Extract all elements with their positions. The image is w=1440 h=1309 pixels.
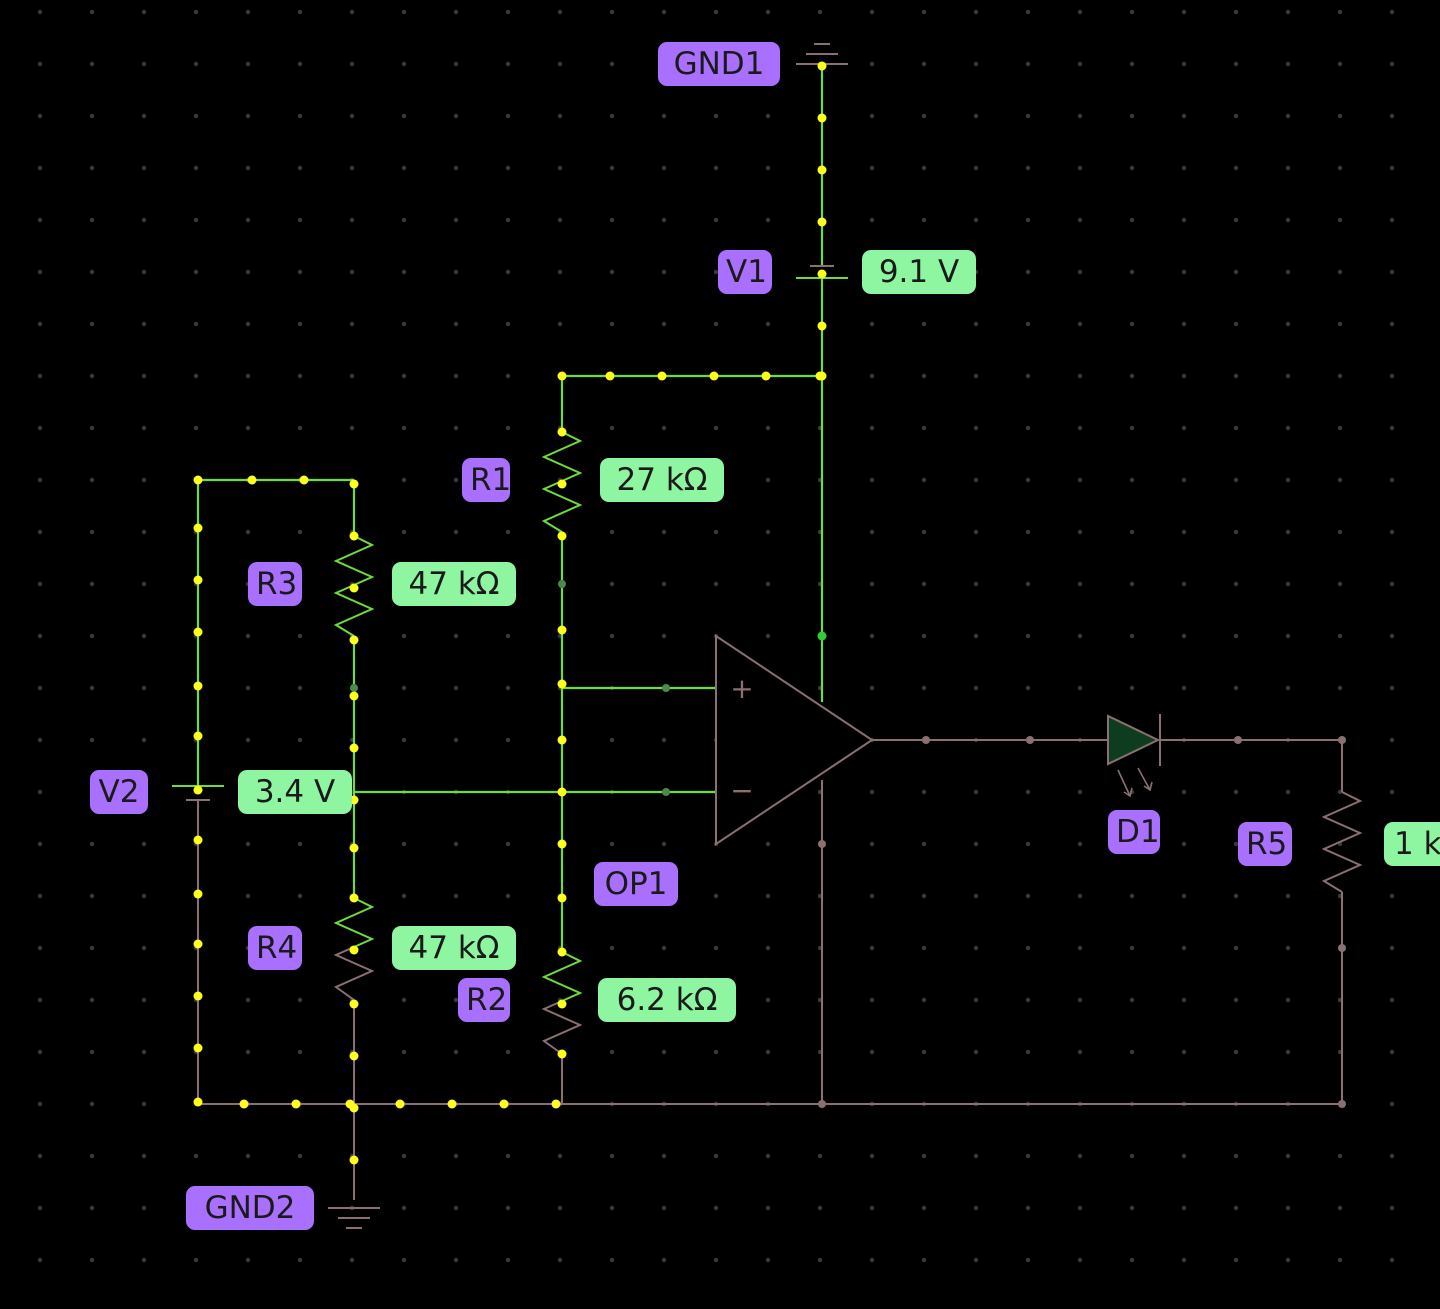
current-dot — [193, 1097, 203, 1107]
current-dot — [557, 1049, 567, 1059]
current-dot — [193, 575, 203, 585]
current-dot — [557, 735, 567, 745]
current-dot — [395, 1099, 405, 1109]
current-dot — [557, 947, 567, 957]
current-dot — [817, 217, 827, 227]
resistor-r2[interactable] — [541, 951, 583, 1055]
current-dot — [605, 371, 615, 381]
current-dot — [349, 635, 359, 645]
current-dot — [499, 1099, 509, 1109]
node-points — [194, 580, 1346, 1108]
current-dot — [817, 321, 827, 331]
current-dot — [557, 531, 567, 541]
current-dot — [349, 1155, 359, 1165]
label-r5[interactable]: R5 — [1238, 822, 1292, 866]
current-dot — [193, 939, 203, 949]
current-dot — [349, 1051, 359, 1061]
current-dot — [349, 479, 359, 489]
current-dot — [193, 785, 203, 795]
resistor-r4[interactable] — [333, 897, 375, 1001]
current-dot — [193, 681, 203, 691]
current-dot — [817, 61, 827, 71]
value-v2[interactable]: 3.4 V — [238, 770, 352, 814]
current-dot — [349, 893, 359, 903]
value-r3[interactable]: 47 kΩ — [392, 562, 516, 606]
label-gnd1[interactable]: GND1 — [658, 42, 780, 86]
label-r4[interactable]: R4 — [248, 926, 302, 970]
current-dot — [349, 691, 359, 701]
current-dot — [557, 625, 567, 635]
current-dot — [193, 731, 203, 741]
current-dot — [299, 475, 309, 485]
current-dot — [239, 1099, 249, 1109]
value-v1[interactable]: 9.1 V — [862, 250, 976, 294]
current-dot — [815, 371, 825, 381]
current-dot — [349, 743, 359, 753]
current-dot — [817, 165, 827, 175]
value-r4[interactable]: 47 kΩ — [392, 926, 516, 970]
current-dot — [193, 889, 203, 899]
current-dot — [349, 843, 359, 853]
current-dot — [557, 427, 567, 437]
label-d1[interactable]: D1 — [1108, 810, 1160, 854]
current-dot — [761, 371, 771, 381]
label-r2[interactable]: R2 — [458, 978, 510, 1022]
current-dot — [345, 1099, 355, 1109]
op1-plus-symbol: + — [730, 672, 753, 705]
current-dot — [557, 787, 567, 797]
current-dot — [657, 371, 667, 381]
op-amp-op1[interactable]: + − — [715, 634, 874, 846]
label-op1[interactable]: OP1 — [594, 862, 678, 906]
current-dot — [349, 999, 359, 1009]
current-dot — [349, 945, 359, 955]
current-dot — [557, 839, 567, 849]
led-d1[interactable] — [1107, 714, 1161, 798]
ground-symbol-gnd2[interactable] — [328, 1207, 380, 1229]
label-v1[interactable]: V1 — [718, 250, 772, 294]
current-dot — [193, 475, 203, 485]
current-dot — [551, 1099, 561, 1109]
value-r1[interactable]: 27 kΩ — [600, 458, 724, 502]
label-v2[interactable]: V2 — [90, 770, 148, 814]
ground-symbol-gnd1[interactable] — [796, 43, 848, 65]
value-r5[interactable]: 1 k — [1384, 822, 1440, 866]
current-dot — [247, 475, 257, 485]
current-dot — [709, 371, 719, 381]
led-light-arrows — [1117, 767, 1153, 798]
current-dot — [193, 523, 203, 533]
current-dot — [193, 1043, 203, 1053]
current-dot — [557, 999, 567, 1009]
current-dot — [193, 835, 203, 845]
current-dot — [193, 627, 203, 637]
current-dot — [557, 479, 567, 489]
inactive-wires — [197, 739, 1343, 1200]
current-dot — [291, 1099, 301, 1109]
wire-d1-r5 — [1160, 739, 1343, 792]
current-dot — [557, 371, 567, 381]
current-dot — [817, 113, 827, 123]
op1-minus-symbol: − — [730, 774, 753, 807]
label-gnd2[interactable]: GND2 — [186, 1186, 314, 1230]
current-dot — [447, 1099, 457, 1109]
current-dots — [193, 61, 827, 1165]
current-dot — [349, 583, 359, 593]
current-dot — [557, 679, 567, 689]
label-r3[interactable]: R3 — [248, 562, 302, 606]
current-dot — [193, 991, 203, 1001]
current-dot — [817, 269, 827, 279]
current-dot — [557, 893, 567, 903]
label-r1[interactable]: R1 — [462, 458, 510, 502]
resistor-r5[interactable] — [1321, 791, 1363, 893]
value-r2[interactable]: 6.2 kΩ — [598, 978, 736, 1022]
current-dot — [349, 531, 359, 541]
